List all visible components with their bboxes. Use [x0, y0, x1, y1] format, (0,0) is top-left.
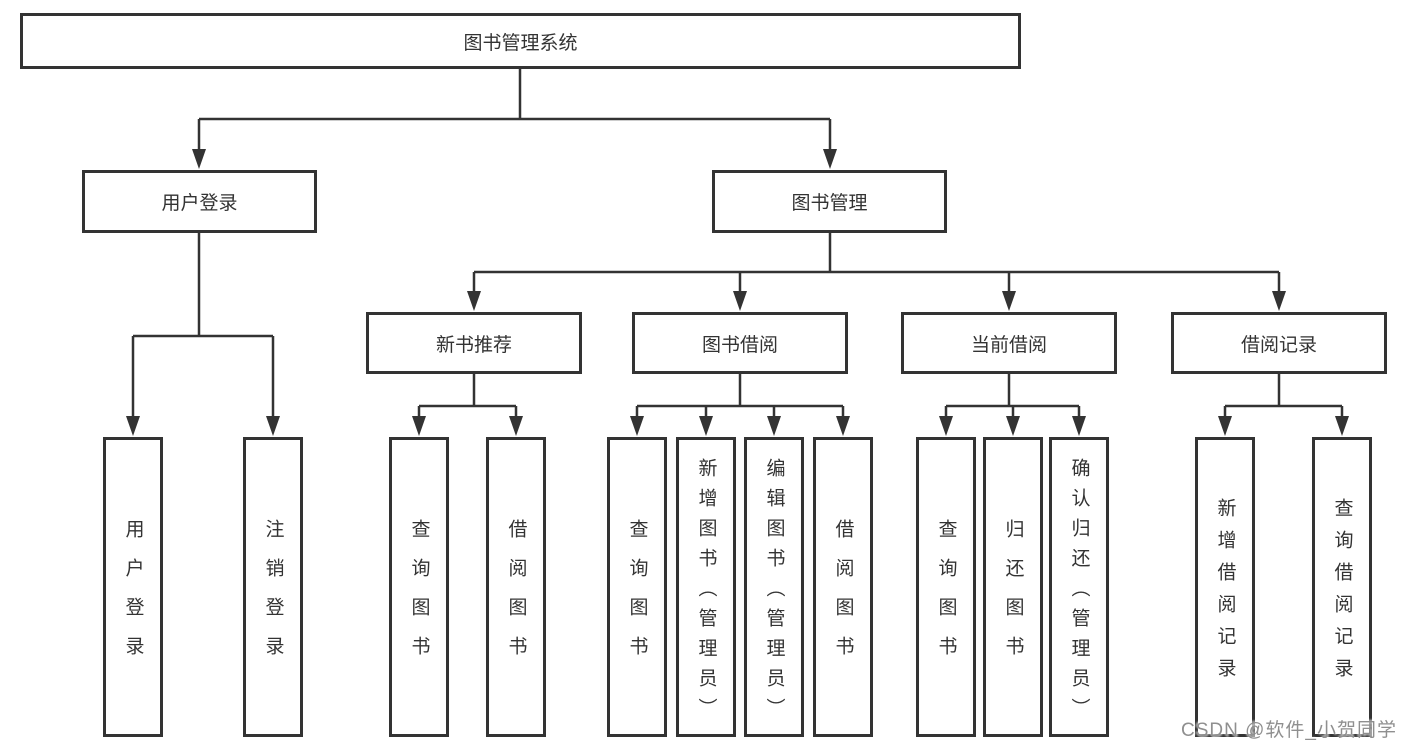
- leaf-borrow-books-1: 借阅图书: [486, 437, 546, 737]
- leaf-query-books-1: 查询图书: [389, 437, 449, 737]
- leaf-query-books-3: 查询图书: [916, 437, 976, 737]
- node-root: 图书管理系统: [20, 13, 1021, 69]
- leaf-query-books-2: 查询图书: [607, 437, 667, 737]
- node-current-borrow: 当前借阅: [901, 312, 1117, 374]
- node-current-borrow-label: 当前借阅: [970, 334, 1047, 356]
- leaf-label: 归还图书: [1002, 519, 1024, 675]
- leaf-label: 查询借阅记录: [1331, 497, 1353, 690]
- leaf-borrow-books-2: 借阅图书: [813, 437, 873, 737]
- node-user-login-label: 用户登录: [161, 193, 238, 214]
- node-book-borrow: 图书借阅: [632, 312, 848, 374]
- leaf-add-borrow-record: 新增借阅记录: [1195, 437, 1255, 737]
- leaf-label: 借阅图书: [832, 519, 854, 675]
- leaf-label: 查询图书: [626, 519, 648, 675]
- node-book-management-label: 图书管理: [791, 193, 868, 214]
- leaf-logout: 注销登录: [243, 437, 303, 737]
- leaf-label: 新增图书（管理员）: [695, 457, 717, 728]
- node-book-management: 图书管理: [712, 170, 947, 233]
- node-borrow-records-label: 借阅记录: [1240, 334, 1317, 356]
- leaf-confirm-return-admin: 确认归还（管理员）: [1049, 437, 1109, 737]
- node-borrow-records: 借阅记录: [1171, 312, 1387, 374]
- leaf-label: 注销登录: [262, 519, 284, 675]
- leaf-label: 查询图书: [935, 519, 957, 675]
- leaf-edit-books-admin: 编辑图书（管理员）: [744, 437, 804, 737]
- leaf-label: 用户登录: [122, 519, 144, 675]
- node-root-label: 图书管理系统: [463, 32, 578, 54]
- leaf-label: 借阅图书: [505, 519, 527, 675]
- leaf-label: 查询图书: [408, 519, 430, 675]
- node-book-borrow-label: 图书借阅: [701, 334, 778, 356]
- leaf-label: 新增借阅记录: [1214, 497, 1236, 690]
- leaf-query-borrow-record: 查询借阅记录: [1312, 437, 1372, 737]
- leaf-label: 编辑图书（管理员）: [763, 457, 785, 728]
- leaf-add-books-admin: 新增图书（管理员）: [676, 437, 736, 737]
- node-new-book-recommend: 新书推荐: [366, 312, 582, 374]
- watermark: CSDN @软件_小贺同学: [1181, 720, 1397, 741]
- leaf-label: 确认归还（管理员）: [1068, 457, 1090, 728]
- node-user-login: 用户登录: [82, 170, 317, 233]
- leaf-user-login: 用户登录: [103, 437, 163, 737]
- arrowheads: [126, 149, 1349, 436]
- leaf-return-books: 归还图书: [983, 437, 1043, 737]
- node-new-book-recommend-label: 新书推荐: [435, 334, 512, 356]
